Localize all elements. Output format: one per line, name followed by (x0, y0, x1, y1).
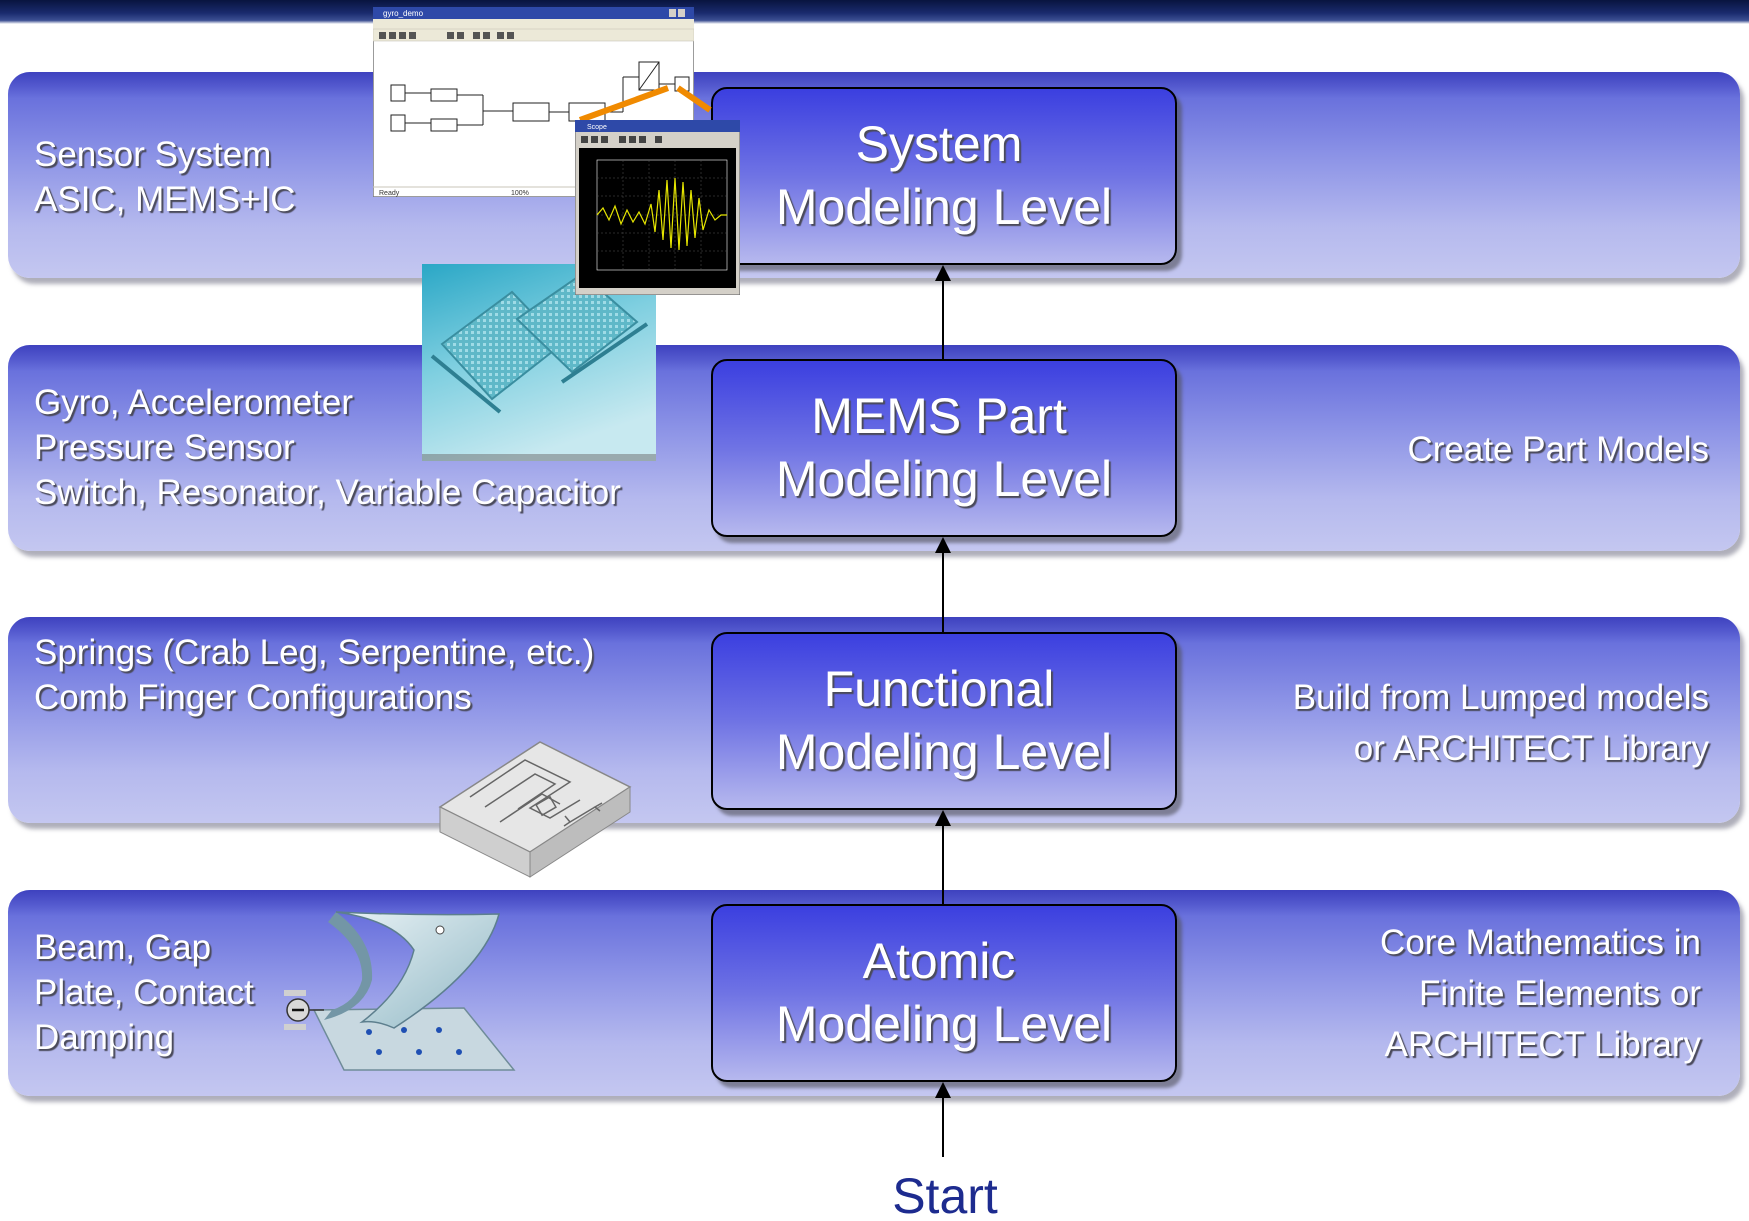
band-text-line: Damping (34, 1018, 175, 1057)
band-text-line: or ARCHITECT Library (1353, 729, 1709, 768)
zoom-highlight-lines (578, 85, 712, 123)
level-title-line1: System (855, 116, 1023, 172)
level-title-line1: Atomic (862, 933, 1016, 989)
arrow-atomic-to-functional (942, 825, 944, 905)
simulink-zoom-text: 100% (511, 190, 529, 197)
functional-level-box: Functional Modeling Level (711, 632, 1177, 810)
arrowhead-icon (935, 537, 951, 553)
level-title-line1: MEMS Part (811, 388, 1067, 444)
band-text-line: Create Part Models (1407, 430, 1709, 469)
band-system-left-text: Sensor System ASIC, MEMS+IC (34, 132, 296, 222)
band-functional-left-text: Springs (Crab Leg, Serpentine, etc.) Com… (34, 630, 594, 720)
mems-part-level-box: MEMS Part Modeling Level (711, 359, 1177, 537)
level-title-line2: Modeling Level (775, 724, 1113, 780)
arrowhead-icon (935, 1082, 951, 1098)
band-text-line: Springs (Crab Leg, Serpentine, etc.) (34, 633, 595, 672)
band-atomic-left-text: Beam, Gap Plate, Contact Damping (34, 925, 254, 1060)
band-text-line: Finite Elements or (1418, 974, 1701, 1013)
band-text-line: Beam, Gap (34, 928, 212, 967)
band-text-line: Switch, Resonator, Variable Capacitor (34, 473, 621, 512)
simulink-model-window-image: gyro_demo (373, 7, 694, 197)
band-text-line: Plate, Contact (34, 973, 254, 1012)
band-atomic-right-text: Core Mathematics in Finite Elements or A… (1380, 917, 1701, 1070)
arrowhead-icon (935, 810, 951, 826)
level-title-line2: Modeling Level (775, 996, 1113, 1052)
arrow-functional-to-mems (942, 552, 944, 632)
arrow-mems-to-system (942, 280, 944, 360)
band-text-line: Comb Finger Configurations (34, 678, 472, 717)
simulink-status-text: Ready (379, 190, 400, 197)
arrow-start-to-atomic (942, 1097, 944, 1157)
band-text-line: Gyro, Accelerometer (34, 383, 353, 422)
spring-structure-image (438, 741, 632, 878)
level-title-line2: Modeling Level (775, 179, 1113, 235)
plate-beam-element-image (284, 911, 516, 1071)
band-mems-part-right-text: Create Part Models (1407, 427, 1709, 472)
mems-gyro-render-image (422, 264, 656, 461)
start-label: Start (892, 1168, 998, 1221)
simulink-title-text: gyro_demo (383, 9, 424, 18)
band-text-line: ARCHITECT Library (1384, 1025, 1701, 1064)
system-level-box: System Modeling Level (711, 87, 1177, 265)
band-functional-right-text: Build from Lumped models or ARCHITECT Li… (1293, 672, 1709, 774)
arrowhead-icon (935, 265, 951, 281)
top-banner (0, 0, 1749, 24)
band-text-line: Core Mathematics in (1380, 923, 1701, 962)
band-text-line: ASIC, MEMS+IC (34, 180, 296, 219)
band-text-line: Sensor System (34, 135, 272, 174)
level-title-line1: Functional (823, 661, 1055, 717)
scope-title-text: Scope (587, 124, 607, 131)
atomic-level-box: Atomic Modeling Level (711, 904, 1177, 1082)
level-title-line2: Modeling Level (775, 451, 1113, 507)
band-mems-part-left-text: Gyro, Accelerometer Pressure Sensor Swit… (34, 380, 621, 515)
band-text-line: Build from Lumped models (1292, 678, 1709, 717)
band-text-line: Pressure Sensor (34, 428, 295, 467)
scope-window-image: Scope (575, 120, 740, 295)
